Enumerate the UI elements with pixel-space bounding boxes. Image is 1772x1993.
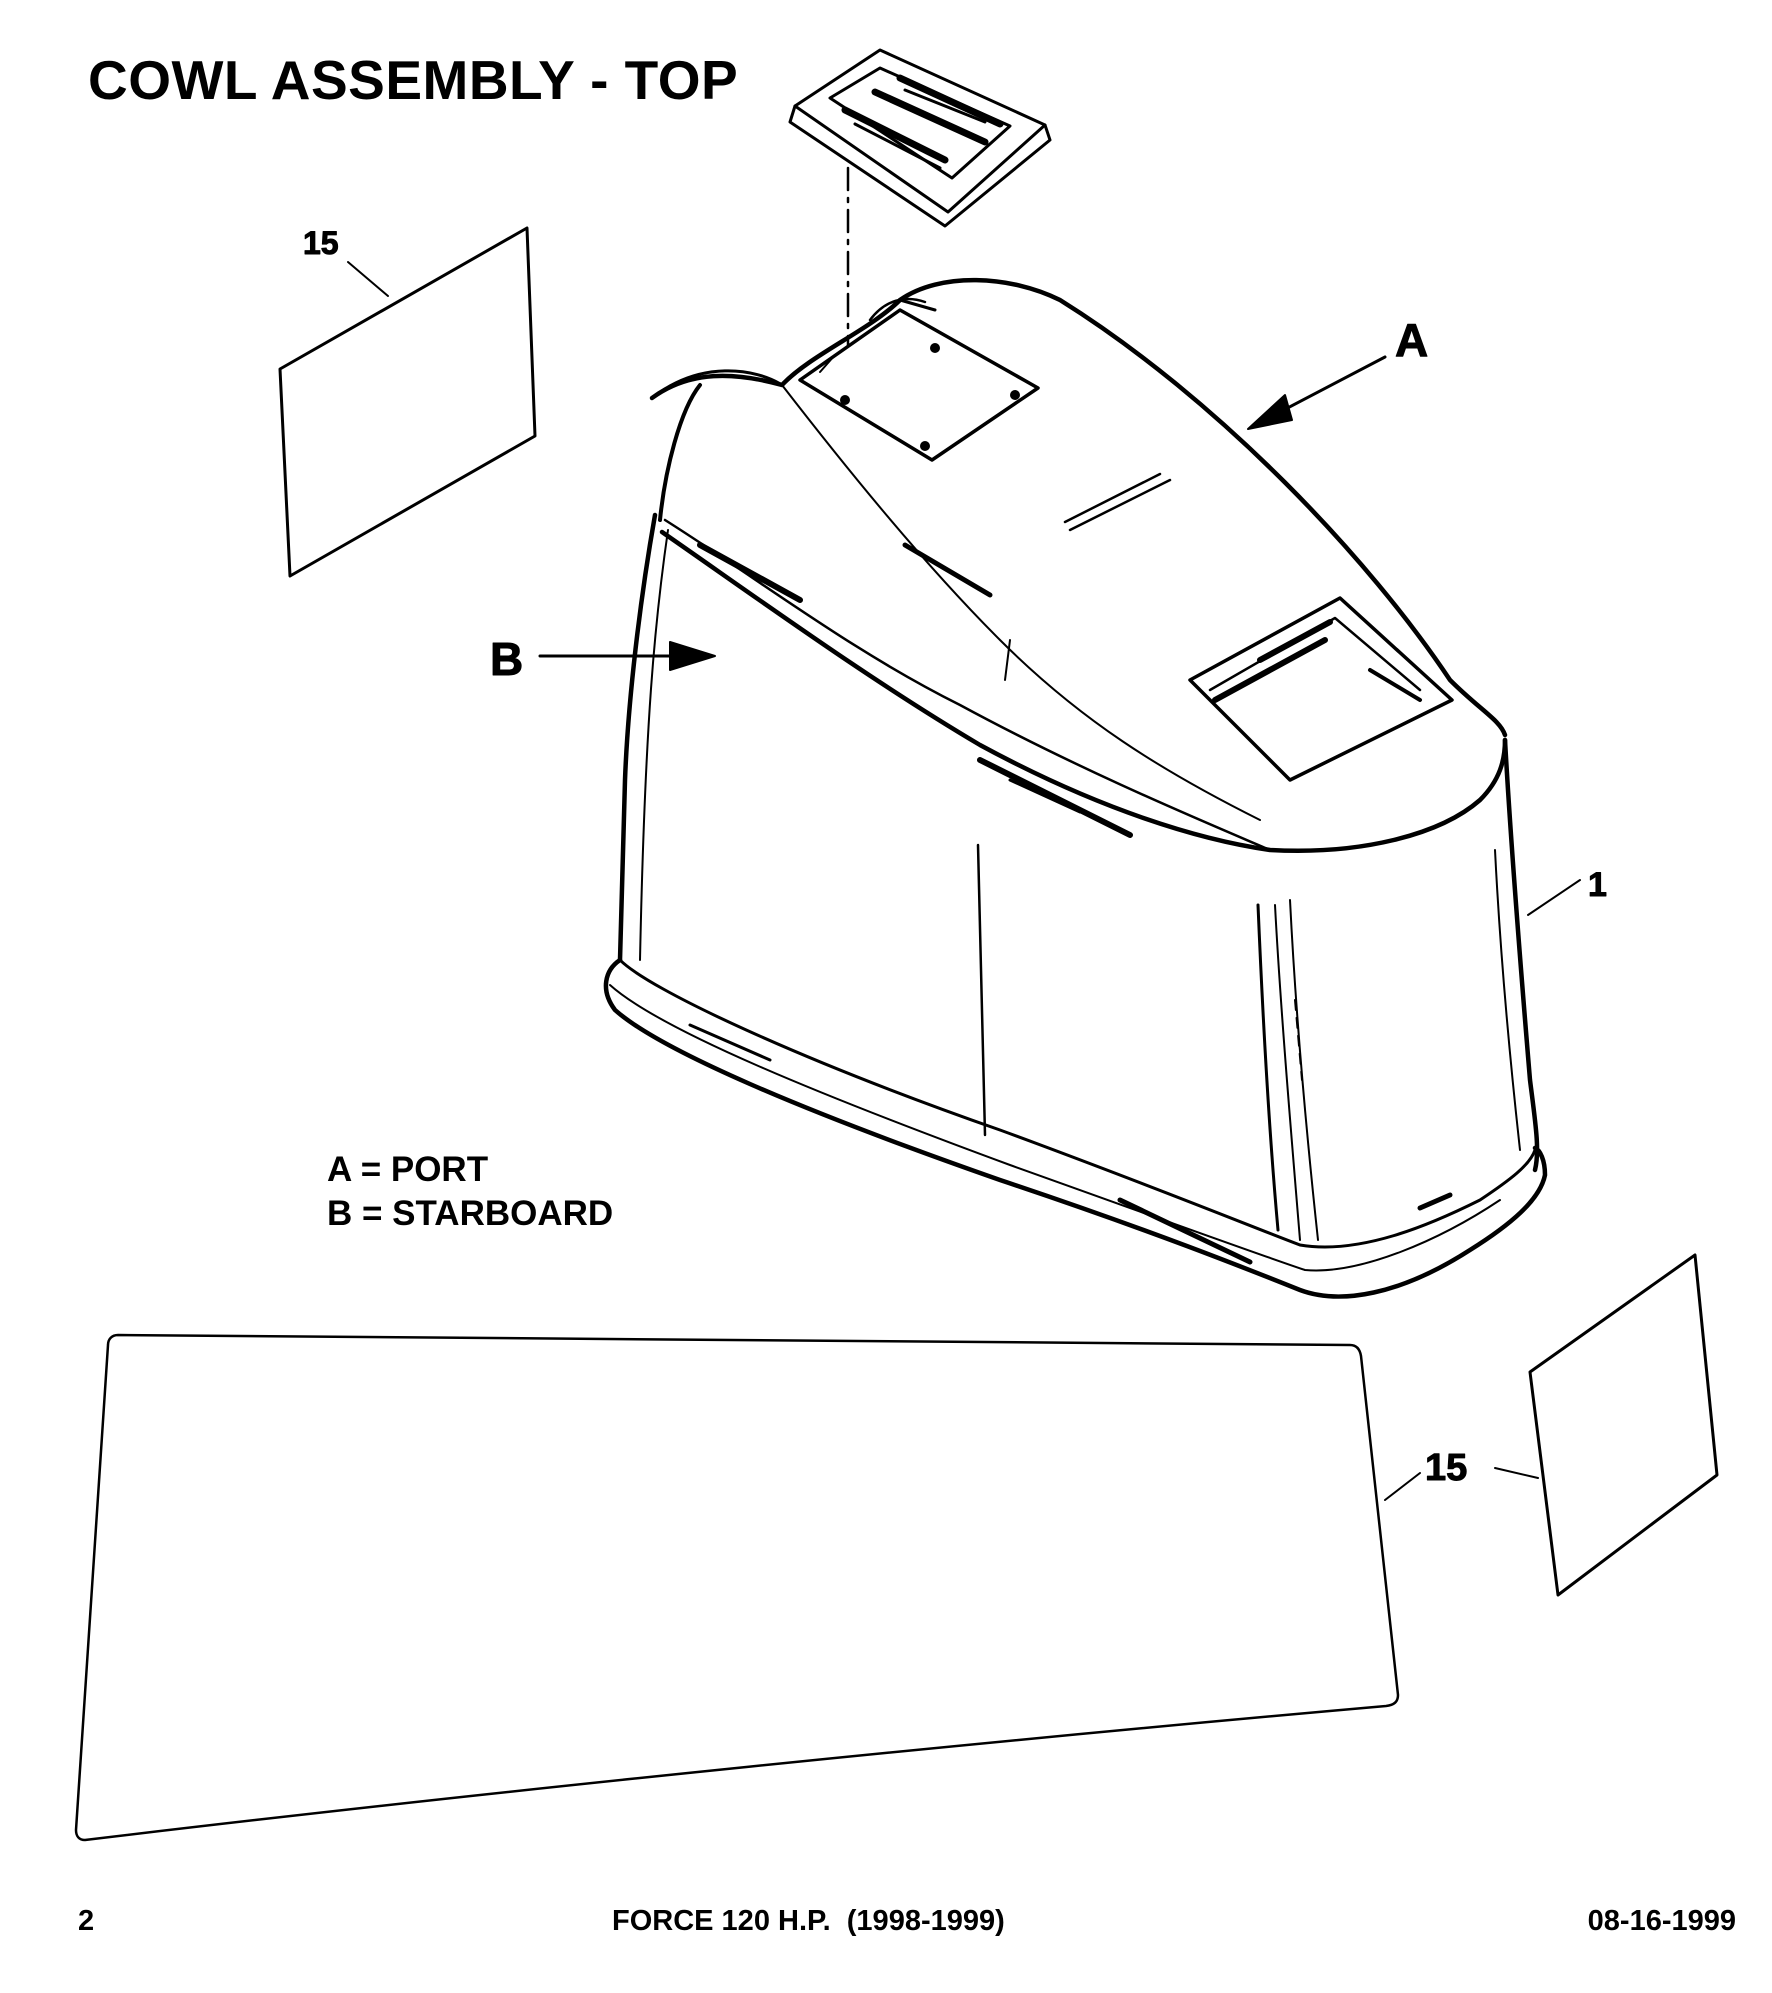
- footer-model: FORCE 120 H.P. (1998-1999): [612, 1905, 1005, 1937]
- page-number: 2: [78, 1905, 95, 1937]
- legend-port: A = PORT: [327, 1150, 489, 1189]
- callout-b: B: [490, 633, 523, 685]
- legend-starboard: B = STARBOARD: [327, 1194, 614, 1233]
- page-title: COWL ASSEMBLY - TOP: [88, 49, 739, 111]
- vent-cover: [788, 48, 1052, 228]
- callout-1: 1: [1588, 866, 1607, 904]
- callout-leader-1: [1527, 879, 1581, 916]
- callout-15-top: 15: [303, 225, 339, 261]
- decal-large-bottom: [74, 1333, 1400, 1842]
- callout-leader-15-bottom: [1384, 1467, 1539, 1501]
- side-legend: A = PORT B = STARBOARD: [327, 1148, 613, 1236]
- cowl-body: [603, 277, 1548, 1299]
- callout-15-bottom: 15: [1425, 1447, 1467, 1489]
- footer-date: 08-16-1999: [1587, 1905, 1736, 1937]
- decal-top-left: [278, 226, 537, 578]
- callout-a: A: [1395, 314, 1428, 366]
- decal-bottom-right: [1528, 1253, 1719, 1597]
- callout-leader-15-top: [347, 261, 389, 297]
- arrow-starboard: [538, 641, 716, 671]
- arrow-port: [1247, 355, 1387, 430]
